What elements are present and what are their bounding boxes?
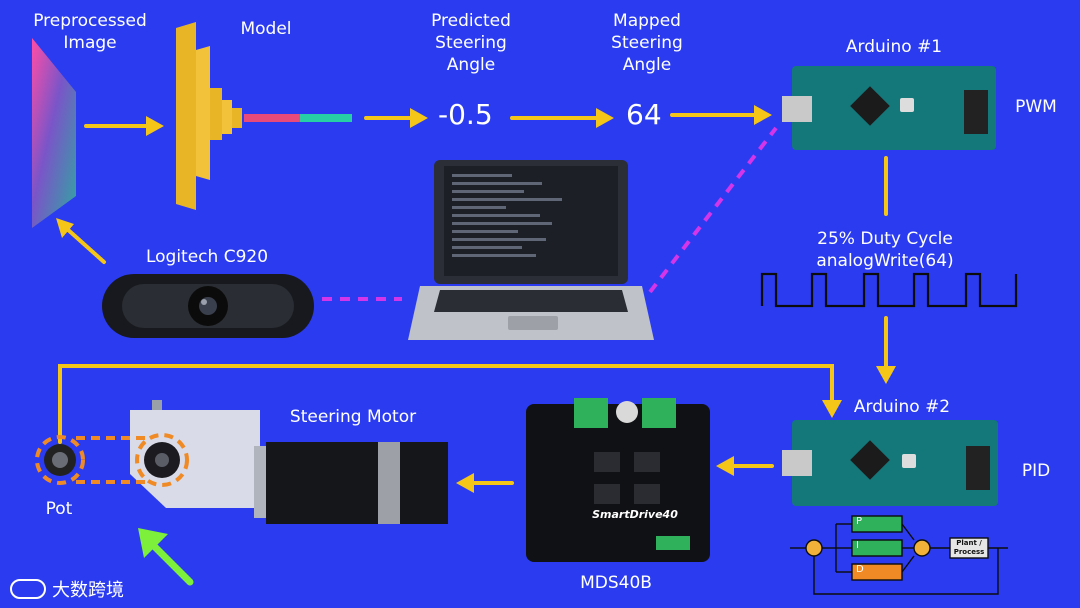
label-preprocessed-image: Preprocessed Image — [33, 11, 147, 53]
label-pot: Pot — [45, 499, 73, 519]
driver-brand-text: SmartDrive40 — [592, 508, 678, 521]
watermark-logo-icon — [10, 579, 46, 599]
pid-d-label: D — [856, 564, 864, 575]
watermark: 大数跨境 — [10, 576, 124, 602]
laptop-arduino-link — [648, 126, 778, 294]
label-predicted-steering-angle: Predicted Steering Angle — [431, 11, 511, 75]
label-mds40b: MDS40B — [580, 573, 652, 593]
label-pid: PID — [1021, 461, 1051, 481]
pid-p-label: P — [856, 516, 863, 527]
pwm-waveform — [760, 272, 1018, 308]
green-arrow — [138, 528, 194, 586]
mapped-angle-value: 64 — [626, 98, 662, 131]
arduino2-board — [782, 420, 998, 506]
label-duty-cycle: 25% Duty Cycle analogWrite(64) — [816, 229, 954, 271]
mds40b-driver — [526, 398, 710, 562]
label-steering-motor: Steering Motor — [289, 407, 417, 427]
predicted-angle-value: -0.5 — [438, 98, 493, 131]
arduino1-board — [782, 66, 996, 150]
label-arduino1: Arduino #1 — [845, 37, 943, 57]
webcam — [102, 274, 314, 338]
feedback-line — [58, 364, 834, 444]
laptop — [408, 160, 654, 340]
watermark-text: 大数跨境 — [52, 580, 124, 601]
pid-i-label: I — [856, 540, 859, 551]
preprocessed-image — [32, 38, 76, 228]
arrow-camera-to-image — [64, 226, 106, 264]
label-mapped-steering-angle: Mapped Steering Angle — [611, 11, 683, 75]
potentiometer — [44, 444, 76, 476]
label-logitech-c920: Logitech C920 — [145, 247, 269, 267]
label-model: Model — [240, 19, 292, 39]
pid-plant-label: Plant / Process — [953, 539, 985, 556]
pot-motor-link-highlight — [35, 433, 189, 487]
label-pwm: PWM — [1015, 97, 1057, 117]
pid-block-diagram — [790, 515, 1008, 595]
model-network — [176, 22, 352, 210]
label-arduino2: Arduino #2 — [853, 397, 951, 417]
